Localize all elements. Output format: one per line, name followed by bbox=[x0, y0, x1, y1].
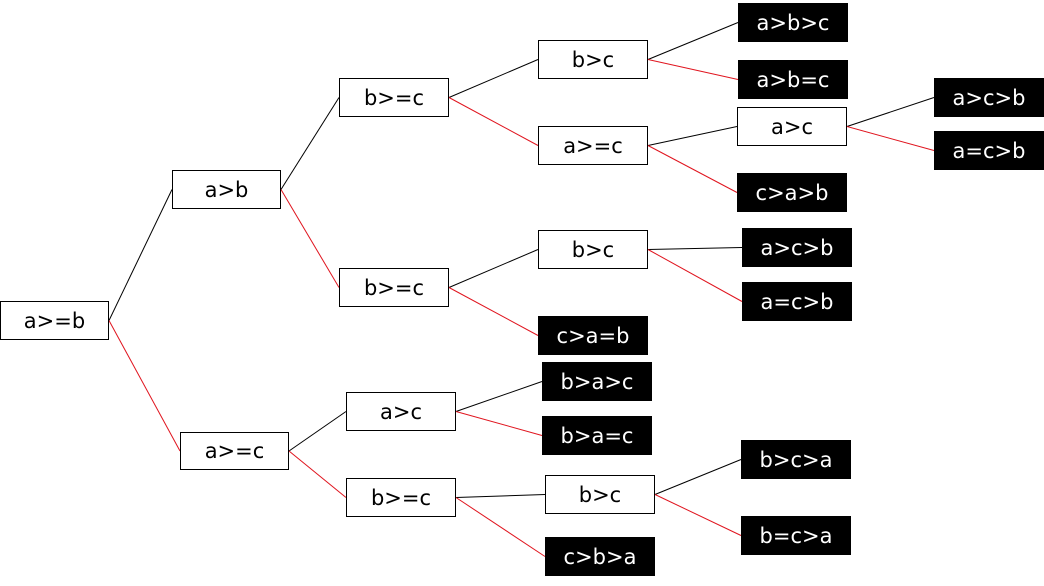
result-c-gt-a-eq-b: c>a=b bbox=[538, 316, 648, 355]
node-a-ge-b: a>=b bbox=[0, 301, 109, 340]
edge-no-n10-l7 bbox=[647, 249, 743, 302]
node-a-gt-c-lower: a>c bbox=[346, 392, 456, 431]
result-b-gt-c-gt-a: b>c>a bbox=[741, 440, 851, 479]
result-a-eq-c-gt-b-1: a=c>b bbox=[934, 131, 1044, 170]
node-b-ge-c-upper: b>=c bbox=[339, 78, 449, 117]
edge-yes-n10-l6 bbox=[647, 247, 743, 250]
edge-yes-n2-n4 bbox=[280, 97, 340, 190]
edge-no-n2-n5 bbox=[280, 189, 340, 288]
node-b-ge-c-lower: b>=c bbox=[346, 478, 456, 517]
edge-no-n8-l2 bbox=[647, 59, 739, 80]
node-b-gt-c-upper: b>c bbox=[538, 40, 648, 79]
result-a-eq-c-gt-b-2: a=c>b bbox=[742, 282, 852, 321]
edge-no-n1-n3 bbox=[108, 320, 181, 452]
edge-yes-n11-l11 bbox=[654, 459, 742, 495]
result-a-gt-c-gt-b-1: a>c>b bbox=[934, 78, 1044, 117]
edge-yes-n6-l9 bbox=[455, 381, 543, 412]
edge-yes-n5-n10 bbox=[448, 249, 539, 288]
node-a-ge-c-inner: a>=c bbox=[538, 126, 648, 165]
result-c-gt-a-gt-b: c>a>b bbox=[737, 173, 847, 212]
edge-no-n6-l10 bbox=[455, 411, 543, 436]
node-b-gt-c-lower: b>c bbox=[545, 475, 655, 514]
edge-yes-n9-n12 bbox=[647, 126, 738, 146]
edge-no-n12-l4 bbox=[846, 126, 935, 151]
result-b-gt-a-gt-c: b>a>c bbox=[542, 362, 652, 401]
edge-no-n5-l8 bbox=[448, 287, 539, 336]
edge-yes-n7-n11 bbox=[455, 494, 546, 498]
result-b-eq-c-gt-a: b=c>a bbox=[741, 516, 851, 555]
result-a-gt-b-eq-c: a>b=c bbox=[738, 60, 848, 99]
edge-no-n11-l12 bbox=[654, 494, 742, 536]
edge-yes-n8-l1 bbox=[647, 22, 739, 60]
edge-yes-n1-n2 bbox=[108, 189, 173, 321]
result-a-gt-b-gt-c: a>b>c bbox=[738, 3, 848, 42]
node-a-gt-b: a>b bbox=[172, 170, 281, 209]
edge-yes-n12-l3 bbox=[846, 97, 935, 127]
result-a-gt-c-gt-b-2: a>c>b bbox=[742, 228, 852, 267]
result-b-gt-a-eq-c: b>a=c bbox=[542, 416, 652, 455]
edge-yes-n3-n6 bbox=[288, 411, 347, 452]
edge-no-n4-n9 bbox=[448, 97, 539, 146]
edge-no-n7-l13 bbox=[455, 497, 546, 557]
edge-no-n9-l5 bbox=[647, 145, 738, 193]
result-c-gt-b-gt-a: c>b>a bbox=[545, 537, 655, 576]
node-b-ge-c-middle: b>=c bbox=[339, 268, 449, 307]
edge-yes-n4-n8 bbox=[448, 59, 539, 98]
node-a-ge-c: a>=c bbox=[180, 432, 289, 470]
node-b-gt-c-middle: b>c bbox=[538, 230, 648, 269]
edge-no-n3-n7 bbox=[288, 450, 347, 498]
node-a-gt-c-inner: a>c bbox=[737, 107, 847, 146]
